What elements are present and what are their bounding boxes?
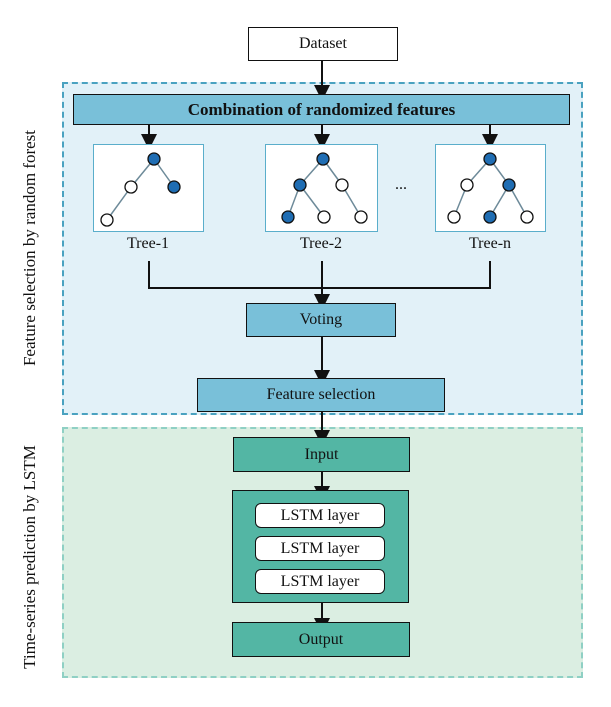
output-node: Output xyxy=(232,622,410,657)
tree-n-icon xyxy=(447,152,534,224)
feature-selection-node: Feature selection xyxy=(197,378,445,412)
tree-n-label: Tree-n xyxy=(468,235,512,252)
lstm-layer-2: LSTM layer xyxy=(255,536,385,561)
tree-1-box xyxy=(93,144,204,232)
tree-n-box xyxy=(435,144,546,232)
tree-2-box xyxy=(265,144,378,232)
tree-1-label: Tree-1 xyxy=(126,235,170,252)
tree-2-label: Tree-2 xyxy=(299,235,343,252)
tree-merge-line xyxy=(148,261,491,289)
lstm-layer-3: LSTM layer xyxy=(255,569,385,594)
lstm-stack: LSTM layer LSTM layer LSTM layer xyxy=(232,490,409,603)
lstm-layer-1: LSTM layer xyxy=(255,503,385,528)
tree-1-icon xyxy=(100,152,181,227)
ellipsis: ... xyxy=(395,176,407,193)
voting-node: Voting xyxy=(246,303,396,337)
tree-2-icon xyxy=(281,152,368,224)
dataset-node: Dataset xyxy=(248,27,398,61)
input-node: Input xyxy=(233,437,410,472)
combine-features-node: Combination of randomized features xyxy=(73,94,570,125)
